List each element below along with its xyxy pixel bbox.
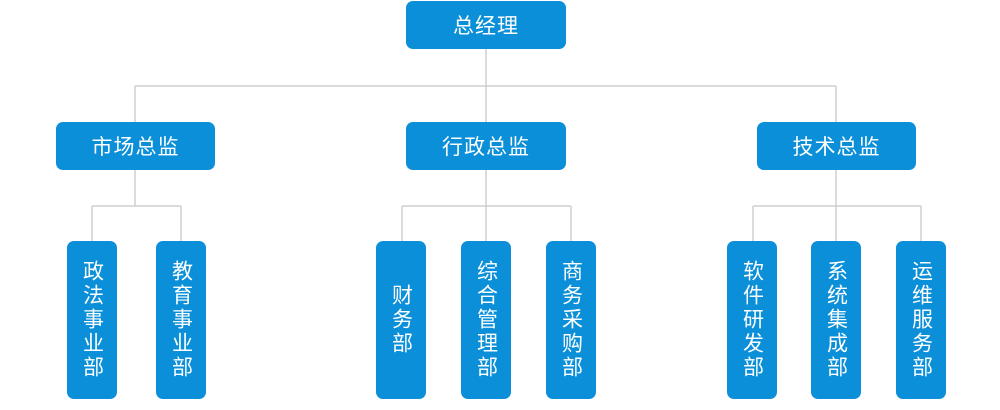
node-dept-finance: 财务部 <box>376 241 426 399</box>
dept-label: 财务部 <box>389 284 414 356</box>
dept-label: 政法事业部 <box>80 260 105 380</box>
node-dept-government-law: 政法事业部 <box>67 241 117 399</box>
node-dept-general-management: 综合管理部 <box>461 241 511 399</box>
node-dept-education: 教育事业部 <box>156 241 206 399</box>
node-marketing-director: 市场总监 <box>56 122 215 170</box>
node-dept-procurement: 商务采购部 <box>546 241 596 399</box>
node-general-manager: 总经理 <box>406 1 566 49</box>
node-admin-director: 行政总监 <box>406 122 566 170</box>
dept-label: 综合管理部 <box>474 260 499 380</box>
node-tech-director: 技术总监 <box>757 122 916 170</box>
node-dept-system-integration: 系统集成部 <box>811 241 861 399</box>
dept-label: 系统集成部 <box>824 260 849 380</box>
dept-label: 商务采购部 <box>559 260 584 380</box>
dept-label: 运维服务部 <box>909 260 934 380</box>
dept-label: 软件研发部 <box>740 260 765 380</box>
node-dept-operations-service: 运维服务部 <box>896 241 946 399</box>
dept-label: 教育事业部 <box>169 260 194 380</box>
node-dept-software-rd: 软件研发部 <box>727 241 777 399</box>
